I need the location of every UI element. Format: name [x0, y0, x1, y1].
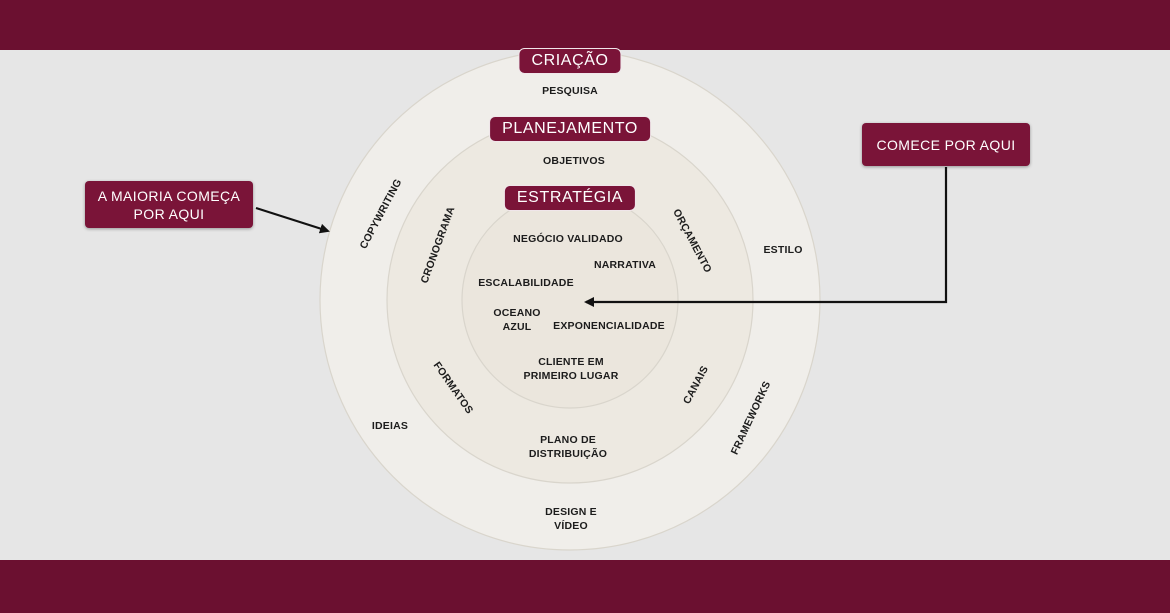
left-callout-arrow [255, 206, 330, 234]
outer-item-ideias: IDEIAS [371, 420, 409, 432]
right-callout-arrow [584, 167, 948, 307]
ring-title-estrategia: ESTRATÉGIA [503, 185, 637, 211]
callout-maioria-comeca: A MAIORIA COMEÇA POR AQUI [85, 181, 253, 228]
inner-item-narrativa: NARRATIVA [593, 259, 657, 271]
inner-item-escalabilidade: ESCALABILIDADE [478, 277, 574, 289]
outer-item-estilo: ESTILO [763, 244, 803, 256]
outer-item-pesquisa: PESQUISA [542, 85, 598, 97]
middle-item-objetivos: OBJETIVOS [543, 155, 605, 167]
ring-title-planejamento: PLANEJAMENTO [489, 116, 651, 142]
bottom-band [0, 560, 1170, 613]
inner-item-exponencialidade: EXPONENCIALIDADE [553, 320, 665, 332]
callout-comece-por-aqui: COMECE POR AQUI [862, 123, 1030, 166]
inner-item-negocio-validado: NEGÓCIO VALIDADO [513, 233, 623, 245]
top-band [0, 0, 1170, 50]
ring-title-criacao: CRIAÇÃO [518, 48, 622, 74]
